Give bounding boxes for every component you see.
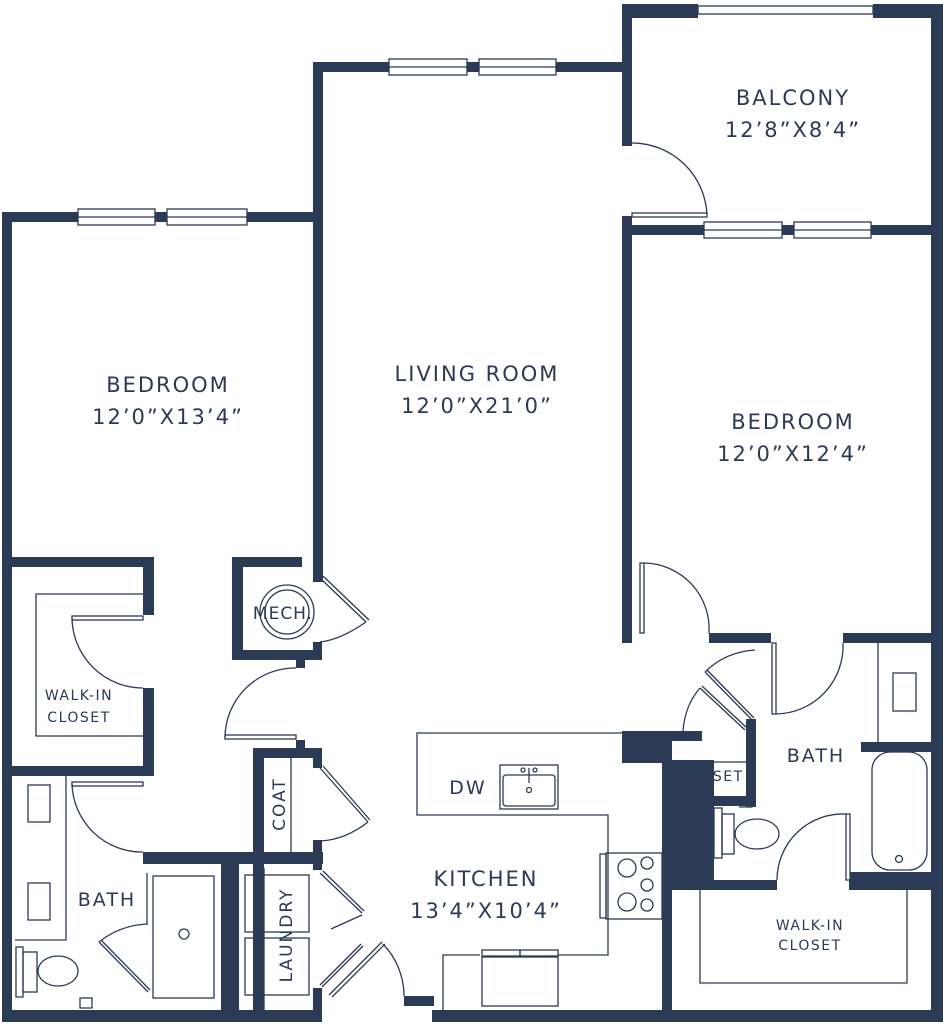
room-name-bedroom-left: BEDROOM [106, 373, 230, 397]
toilet-icon [713, 807, 723, 859]
room-dims-kitchen: 13’4”X10’4” [410, 899, 562, 923]
room-name-walkin-right-1: WALK-IN [776, 918, 844, 934]
washer-icon [244, 874, 310, 933]
door [845, 813, 851, 881]
room-name-walkin-left-1: WALK-IN [45, 688, 113, 704]
window [697, 5, 874, 15]
room-name-bath-left: BATH [78, 889, 136, 911]
sink-icon [499, 764, 559, 810]
room-dims-living: 12’0”X21’0” [401, 394, 553, 418]
kitchen-counter [416, 732, 622, 956]
room-name-walkin-left-2: CLOSET [47, 710, 110, 726]
dryer-icon [244, 937, 310, 996]
sink-icon [27, 882, 51, 921]
room-name-living: LIVING ROOM [395, 362, 560, 386]
door [639, 562, 645, 634]
door [771, 642, 777, 715]
vanity-counter [15, 772, 67, 941]
labels: BALCONY 12’8”X8’4” LIVING ROOM 12’0”X21’… [45, 86, 869, 983]
fixtures [15, 584, 928, 1010]
closet-shelf [699, 890, 908, 984]
water-heater-icon [259, 584, 315, 640]
refrigerator-icon [481, 956, 559, 1007]
room-name-balcony: BALCONY [736, 86, 850, 110]
door [71, 615, 144, 621]
room-name-bath-right: BATH [787, 745, 845, 767]
room-name-mech: MECH. [253, 604, 313, 624]
room-name-kitchen: KITCHEN [434, 867, 539, 891]
room-dims-balcony: 12’8”X8’4” [725, 118, 861, 142]
room-name-laundry: LAUNDRY [277, 888, 297, 983]
room-name-walkin-right-2: CLOSET [778, 938, 841, 954]
doors [71, 142, 851, 998]
closet-shelf [35, 593, 143, 737]
room-name-coat: COAT [270, 777, 290, 831]
room-name-bedroom-right: BEDROOM [731, 410, 855, 434]
windows [77, 5, 874, 239]
toilet-icon [15, 946, 24, 998]
shower-icon [152, 875, 215, 999]
walls [2, 4, 943, 1022]
sink-icon [27, 784, 51, 823]
dishwasher-label: DW [449, 777, 486, 799]
room-dims-bedroom-left: 12’0”X13’4” [92, 405, 244, 429]
sink-icon [892, 672, 917, 712]
room-dims-bedroom-right: 12’0”X12’4” [717, 442, 869, 466]
door [71, 781, 144, 787]
door [224, 734, 297, 740]
range-icon [599, 853, 607, 919]
bathtub-icon [871, 751, 928, 871]
door [631, 212, 708, 218]
room-name-closet: CLOSET [680, 769, 743, 785]
